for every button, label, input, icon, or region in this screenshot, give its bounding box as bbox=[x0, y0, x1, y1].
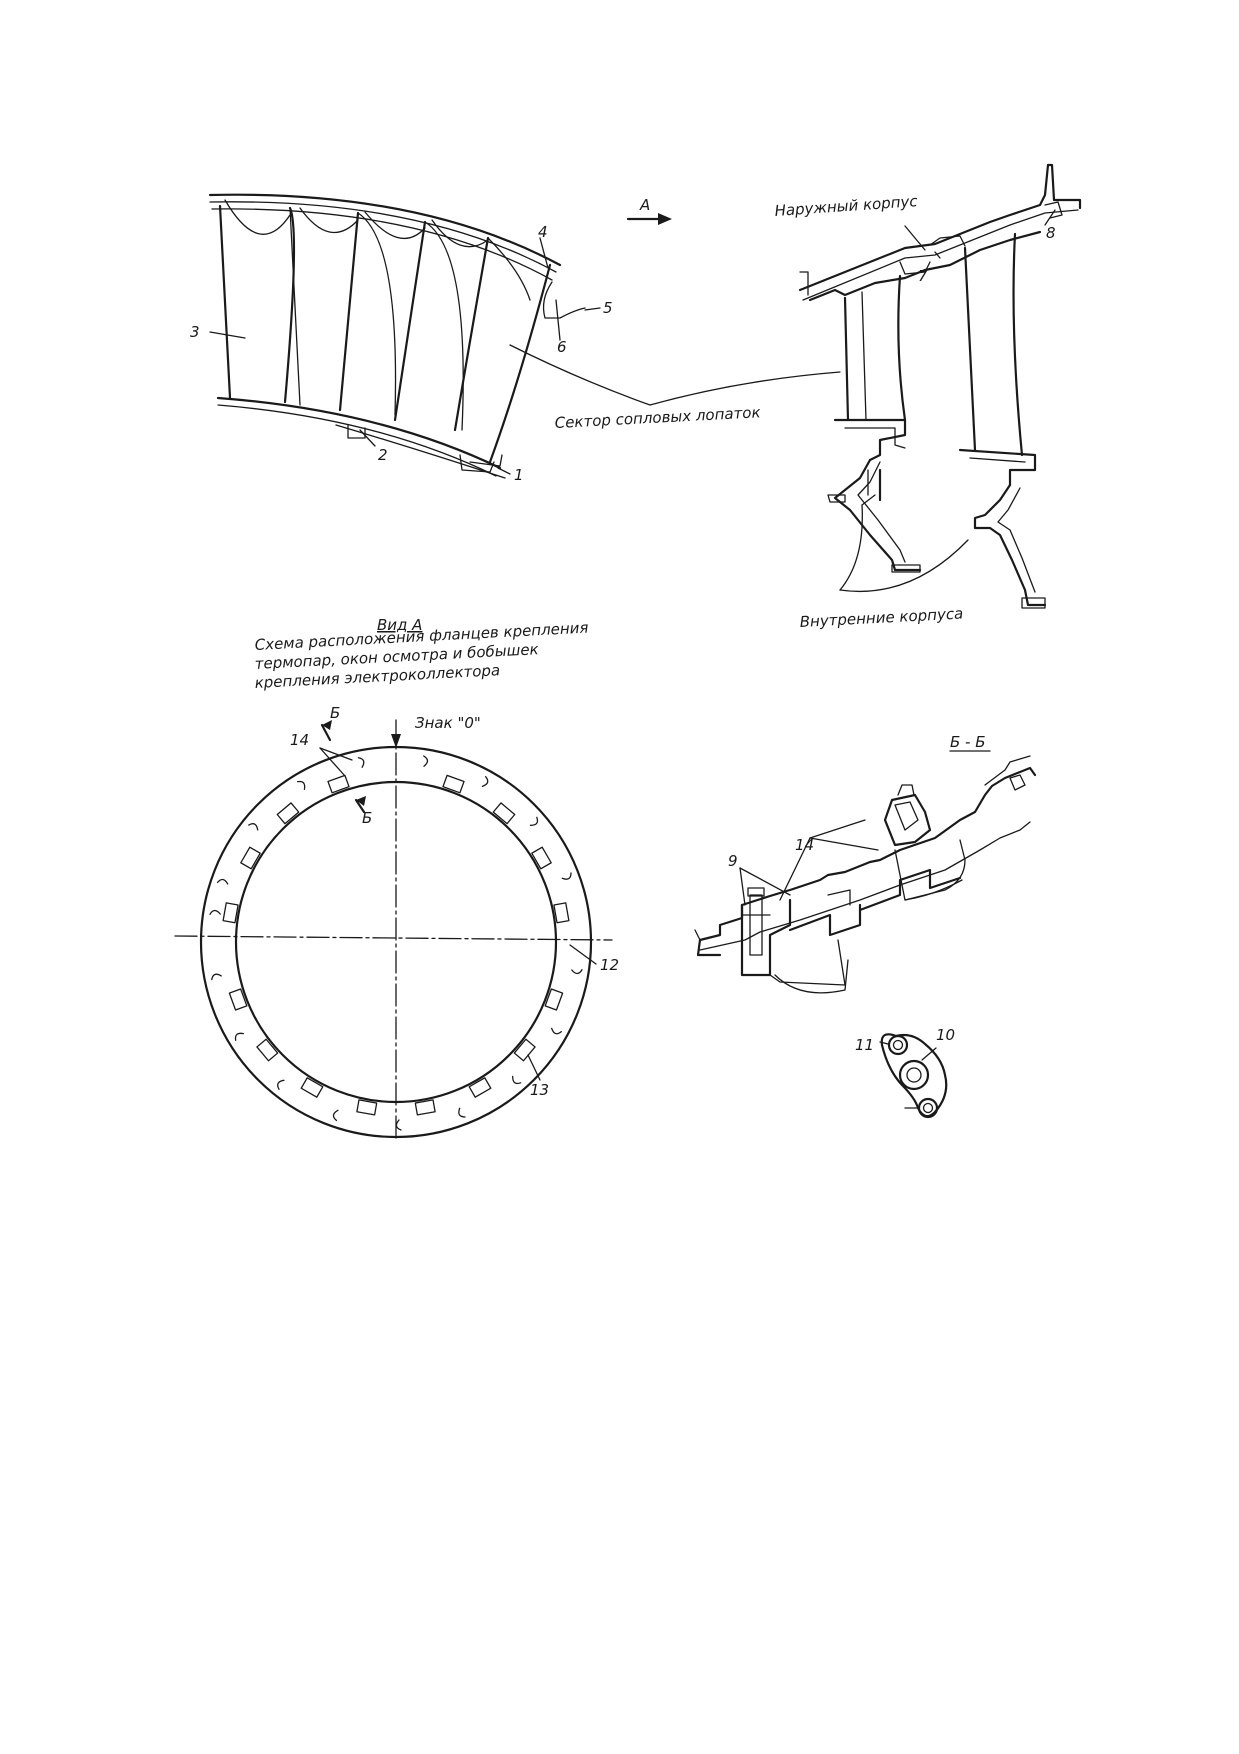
ring-flange-mark bbox=[512, 1075, 522, 1085]
callout-6: 6 bbox=[557, 338, 567, 356]
inner-casings-label: Внутренние корпуса bbox=[799, 604, 963, 631]
callout-9: 9 bbox=[728, 852, 738, 870]
ring-flange-mark bbox=[458, 1107, 466, 1118]
nozzle-blade-sector bbox=[208, 193, 586, 479]
ring-flange-mark bbox=[216, 878, 229, 885]
callout-2: 2 bbox=[378, 446, 388, 464]
callout-8: 8 bbox=[1046, 224, 1056, 242]
section-mark-bottom: Б bbox=[362, 809, 372, 827]
ring-boss bbox=[228, 988, 248, 1011]
ring-flange-mark bbox=[423, 755, 429, 767]
casing-section bbox=[798, 163, 1082, 609]
callout-11: 11 bbox=[855, 1036, 874, 1054]
outer-casing-label: Наружный корпус bbox=[774, 192, 919, 220]
ring-boss bbox=[468, 1077, 492, 1098]
callout-14-section: 14 bbox=[795, 836, 814, 854]
section-mark-top: Б bbox=[330, 704, 340, 722]
view-a-arrow bbox=[626, 213, 672, 225]
ring-boss bbox=[553, 902, 570, 924]
ring-flange-mark bbox=[297, 780, 306, 790]
ring-boss bbox=[356, 1099, 378, 1116]
ring-boss bbox=[240, 846, 261, 870]
casing-leaders bbox=[839, 209, 1056, 593]
view-a-ring bbox=[174, 719, 613, 1141]
callout-14-ring: 14 bbox=[290, 731, 309, 749]
ring-boss bbox=[513, 1038, 536, 1062]
callout-3: 3 bbox=[190, 323, 200, 341]
ring-flange-mark bbox=[551, 1027, 562, 1035]
ring-flange-mark bbox=[248, 823, 259, 831]
ring-boss bbox=[544, 988, 564, 1011]
callout-4: 4 bbox=[538, 223, 548, 241]
ring-boss bbox=[531, 846, 552, 870]
ring-flange-mark bbox=[211, 973, 222, 981]
callout-12: 12 bbox=[600, 956, 619, 974]
thermocouple-flange bbox=[879, 1033, 948, 1119]
ring-flange-mark bbox=[481, 776, 489, 787]
ring-boss bbox=[222, 902, 239, 924]
ring-boss bbox=[300, 1077, 324, 1098]
section-markers bbox=[319, 720, 597, 1081]
ring-boss bbox=[276, 802, 300, 825]
section-b-b bbox=[694, 750, 1037, 994]
callout-1: 1 bbox=[514, 466, 524, 484]
ring-boss bbox=[442, 774, 465, 794]
ring-flange-mark bbox=[332, 1109, 339, 1122]
ring-features bbox=[209, 755, 583, 1131]
ring-flange-mark bbox=[529, 816, 539, 826]
drawing-text: А Наружный корпус Сектор сопловых лопато… bbox=[190, 192, 1056, 1099]
ring-flange-mark bbox=[571, 969, 583, 975]
zero-mark-label: Знак "0" bbox=[415, 714, 481, 732]
sector-leaders bbox=[209, 237, 841, 475]
ring-boss bbox=[256, 1038, 279, 1062]
ring-boss bbox=[492, 802, 516, 825]
ring-flange-mark bbox=[277, 1079, 285, 1090]
ring-flange-mark bbox=[395, 1119, 402, 1131]
nozzle-sector-label: Сектор сопловых лопаток bbox=[554, 403, 761, 432]
ring-boss bbox=[327, 774, 350, 794]
callout-5: 5 bbox=[603, 299, 613, 317]
ring-flange-mark bbox=[357, 757, 365, 768]
view-a-arrow-label: А bbox=[639, 196, 650, 214]
section-b-b-title: Б - Б bbox=[950, 733, 986, 751]
ring-flange-mark bbox=[234, 1032, 244, 1041]
ring-flange-mark bbox=[561, 872, 572, 880]
ring-flange-mark bbox=[209, 909, 221, 915]
ring-boss bbox=[414, 1099, 436, 1116]
callout-7: 7 bbox=[918, 267, 928, 285]
callout-13: 13 bbox=[530, 1081, 549, 1099]
view-a-title: Вид А bbox=[377, 616, 422, 634]
callout-10: 10 bbox=[936, 1026, 955, 1044]
